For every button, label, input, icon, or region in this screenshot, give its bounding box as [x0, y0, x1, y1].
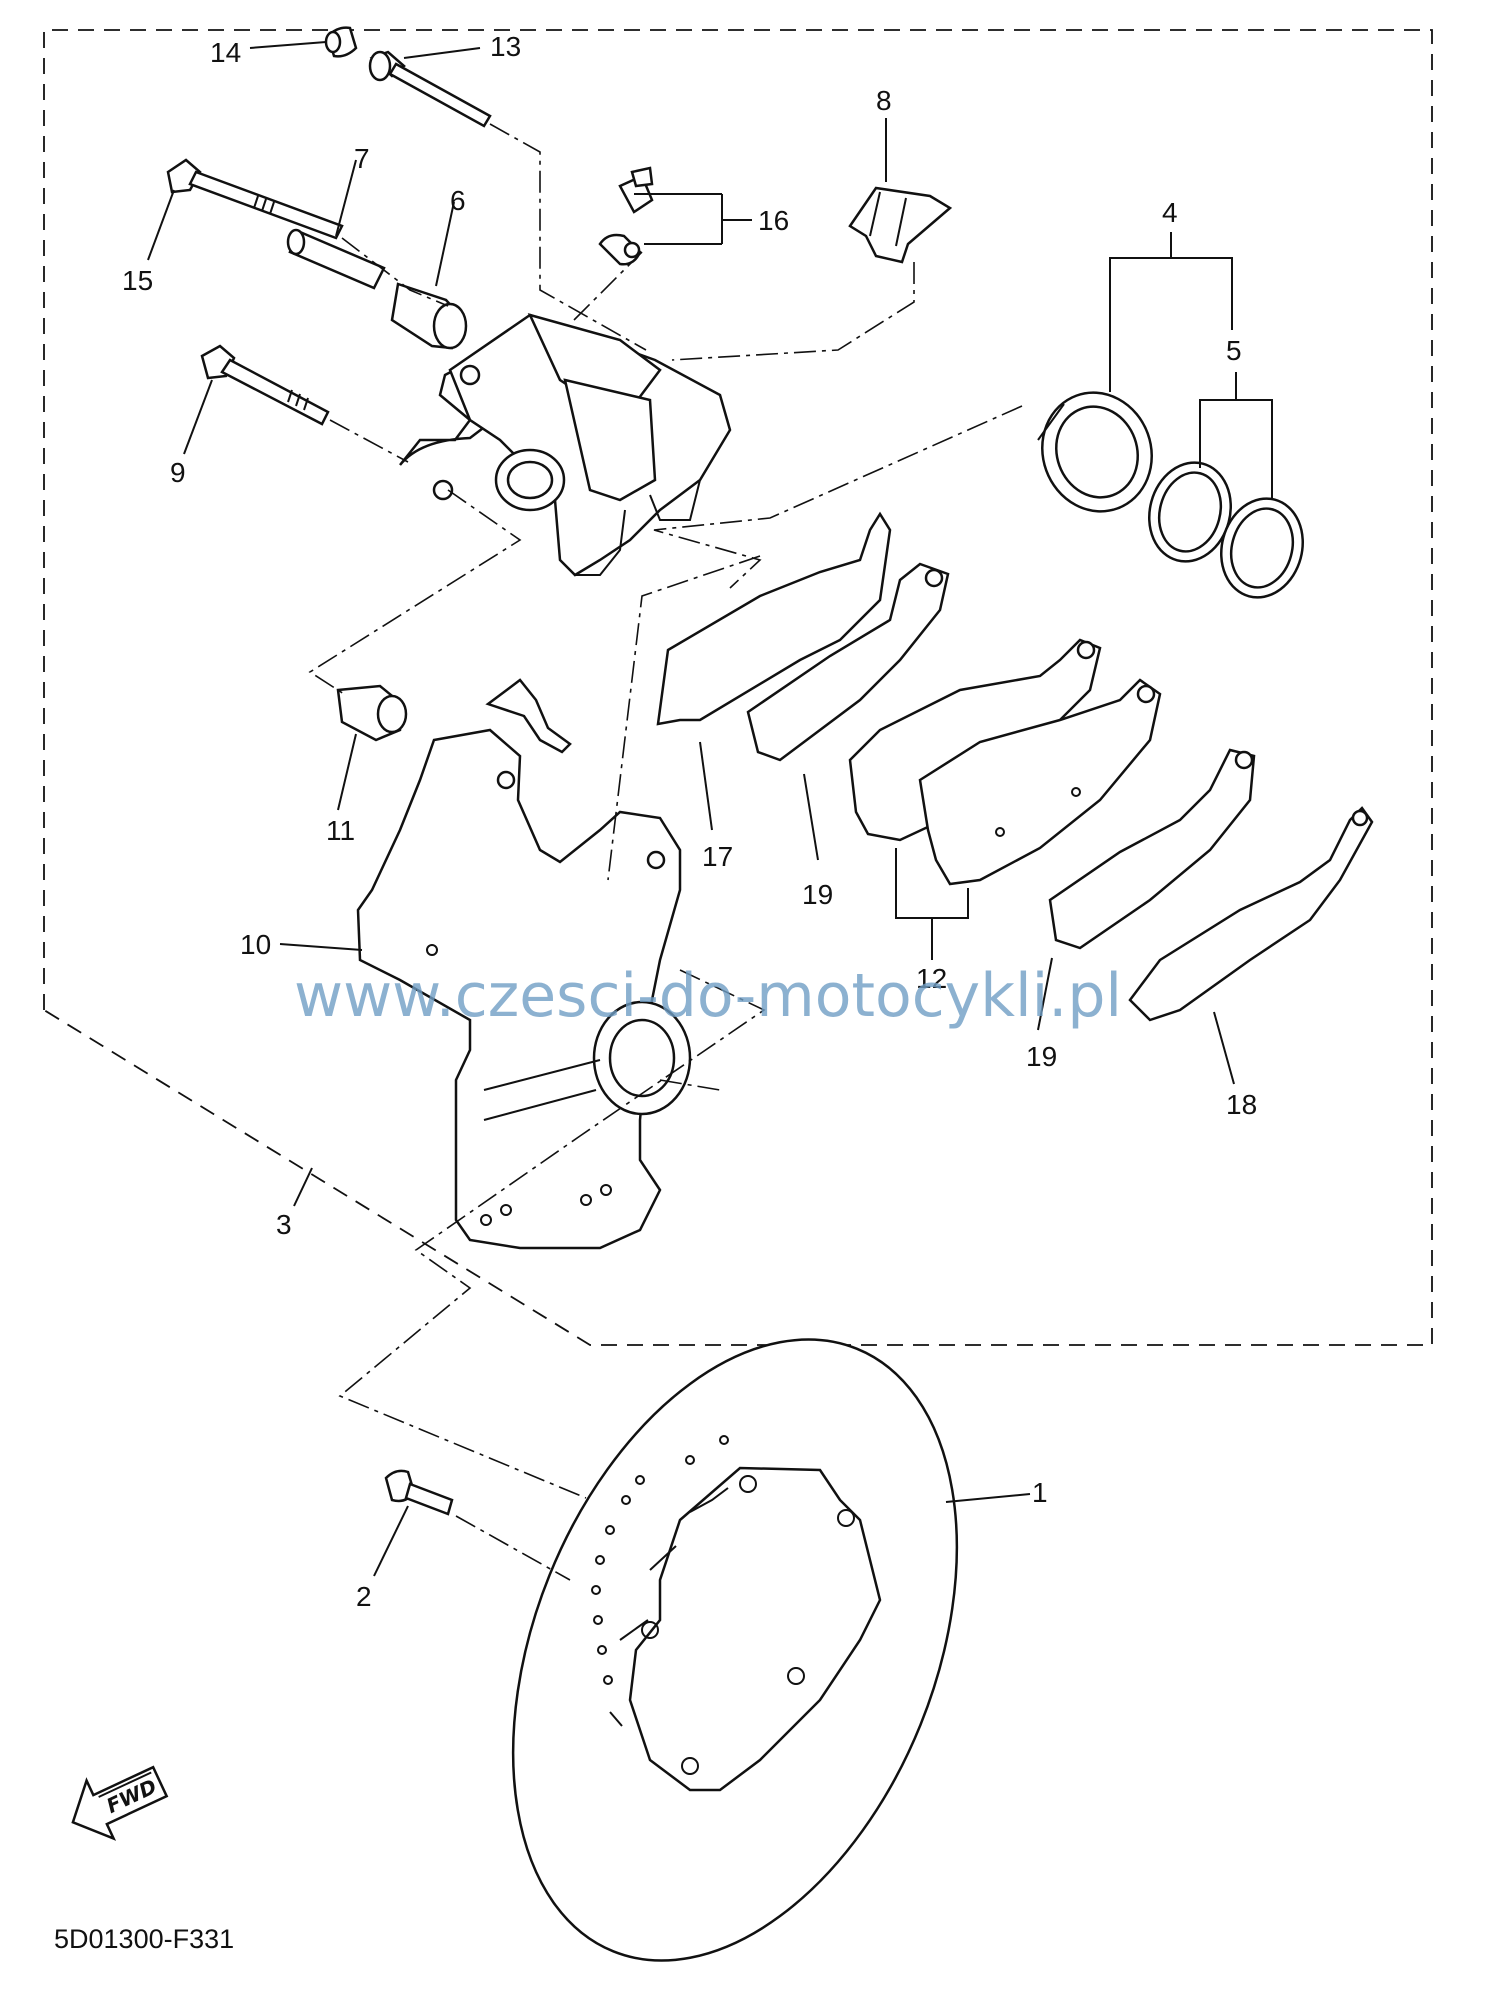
part-9-bolt	[200, 344, 330, 426]
part-5-seals	[1148, 461, 1304, 599]
part-2-disc-bolt	[384, 1469, 454, 1516]
callout-1: 1	[1032, 1477, 1048, 1508]
part-4-piston	[1037, 391, 1153, 513]
callout-14: 14	[210, 37, 241, 68]
callout-6: 6	[450, 185, 466, 216]
document-id: 5D01300-F331	[54, 1924, 234, 1954]
caliper-body	[399, 313, 732, 577]
callout-12: 12	[916, 963, 947, 994]
watermark-text: www.czesci-do-motocykli.pl	[294, 961, 1122, 1031]
part-19-shim-lower	[1048, 748, 1256, 950]
leader-lines	[147, 41, 1273, 1577]
part-17-shim	[656, 511, 892, 726]
pad-clip-small	[485, 678, 572, 754]
callout-10: 10	[240, 929, 271, 960]
callout-8: 8	[876, 85, 892, 116]
part-12-brake-pads	[848, 638, 1162, 886]
part-16-bleed-screw	[598, 166, 654, 266]
callout-11: 11	[326, 815, 355, 846]
callout-15: 15	[122, 265, 153, 296]
assembly-boundary	[43, 29, 1433, 1346]
callout-2: 2	[356, 1581, 372, 1612]
part-1-brake-disc	[511, 1338, 959, 1962]
assembly-guides	[308, 123, 1023, 1581]
part-6-boot	[390, 282, 468, 350]
fwd-arrow-icon: FWD	[71, 1765, 169, 1841]
callout-5: 5	[1226, 335, 1242, 366]
part-14-cap	[324, 26, 358, 58]
callout-18: 18	[1226, 1089, 1257, 1120]
callout-4: 4	[1162, 197, 1178, 228]
callout-17: 17	[702, 841, 733, 872]
callout-9: 9	[170, 457, 186, 488]
callout-16: 16	[758, 205, 789, 236]
part-8-pad-spring	[848, 186, 953, 264]
callout-numbers: 1 2 3 4 5 6 7 8 9 10 11 12 13 14 15 16 1…	[122, 31, 1257, 1612]
callout-19-upper: 19	[802, 879, 833, 910]
callout-3: 3	[276, 1209, 292, 1240]
callout-19-lower: 19	[1026, 1041, 1057, 1072]
part-11-pin	[336, 684, 408, 742]
callout-7: 7	[354, 143, 370, 174]
part-19-shim-upper	[746, 562, 950, 762]
callout-13: 13	[490, 31, 521, 62]
part-18-insulator	[1128, 806, 1374, 1022]
part-10-caliper-bracket	[356, 728, 692, 1250]
part-15-bolt	[166, 158, 344, 240]
part-7-sleeve	[286, 228, 386, 290]
part-13-pad-pin	[368, 50, 492, 128]
